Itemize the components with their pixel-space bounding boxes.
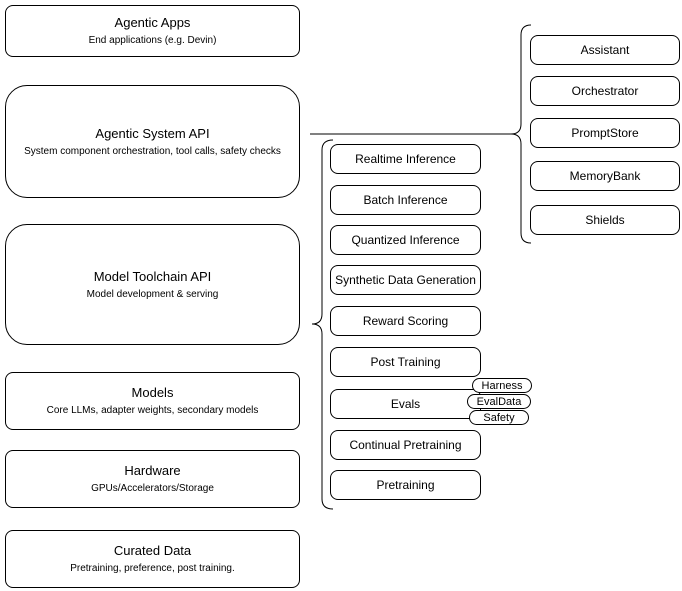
layer-subtitle: Pretraining, preference, post training. [70, 563, 235, 574]
layer-subtitle: Model development & serving [86, 288, 219, 300]
layer-agentic-system-api: Agentic System API System component orch… [5, 85, 300, 198]
layer-hardware: Hardware GPUs/Accelerators/Storage [5, 450, 300, 508]
layer-agentic-apps: Agentic Apps End applications (e.g. Devi… [5, 5, 300, 57]
eval-tag-safety: Safety [469, 410, 529, 425]
component-assistant: Assistant [530, 35, 680, 65]
layer-title: Hardware [124, 463, 181, 478]
toolchain-item-realtime-inference: Realtime Inference [330, 144, 481, 174]
component-shields: Shields [530, 205, 680, 235]
layer-title: Model Toolchain API [93, 268, 212, 284]
layer-models: Models Core LLMs, adapter weights, secon… [5, 372, 300, 430]
eval-tag-harness: Harness [472, 378, 532, 393]
toolchain-item-batch-inference: Batch Inference [330, 185, 481, 215]
layer-subtitle: System component orchestration, tool cal… [24, 145, 281, 157]
toolchain-item-continual-pretraining: Continual Pretraining [330, 430, 481, 460]
layer-subtitle: GPUs/Accelerators/Storage [91, 483, 214, 494]
toolchain-item-post-training: Post Training [330, 347, 481, 377]
component-promptstore: PromptStore [530, 118, 680, 148]
system-components-brace [510, 24, 532, 244]
layer-subtitle: End applications (e.g. Devin) [88, 35, 217, 46]
component-orchestrator: Orchestrator [530, 76, 680, 106]
layer-curated-data: Curated Data Pretraining, preference, po… [5, 530, 300, 588]
toolchain-item-evals: Evals [330, 389, 481, 419]
layer-title: Agentic Apps [114, 15, 191, 30]
toolchain-item-synthetic-data-generation: Synthetic Data Generation [330, 265, 481, 295]
toolchain-item-reward-scoring: Reward Scoring [330, 306, 481, 336]
eval-tag-evaldata: EvalData [467, 394, 531, 409]
toolchain-brace [311, 139, 334, 510]
layer-title: Curated Data [113, 543, 192, 558]
component-memorybank: MemoryBank [530, 161, 680, 191]
toolchain-item-quantized-inference: Quantized Inference [330, 225, 481, 255]
layer-subtitle: Core LLMs, adapter weights, secondary mo… [46, 405, 259, 416]
layer-title: Models [131, 385, 174, 400]
layer-title: Agentic System API [95, 125, 210, 141]
layer-model-toolchain-api: Model Toolchain API Model development & … [5, 224, 300, 345]
toolchain-item-pretraining: Pretraining [330, 470, 481, 500]
